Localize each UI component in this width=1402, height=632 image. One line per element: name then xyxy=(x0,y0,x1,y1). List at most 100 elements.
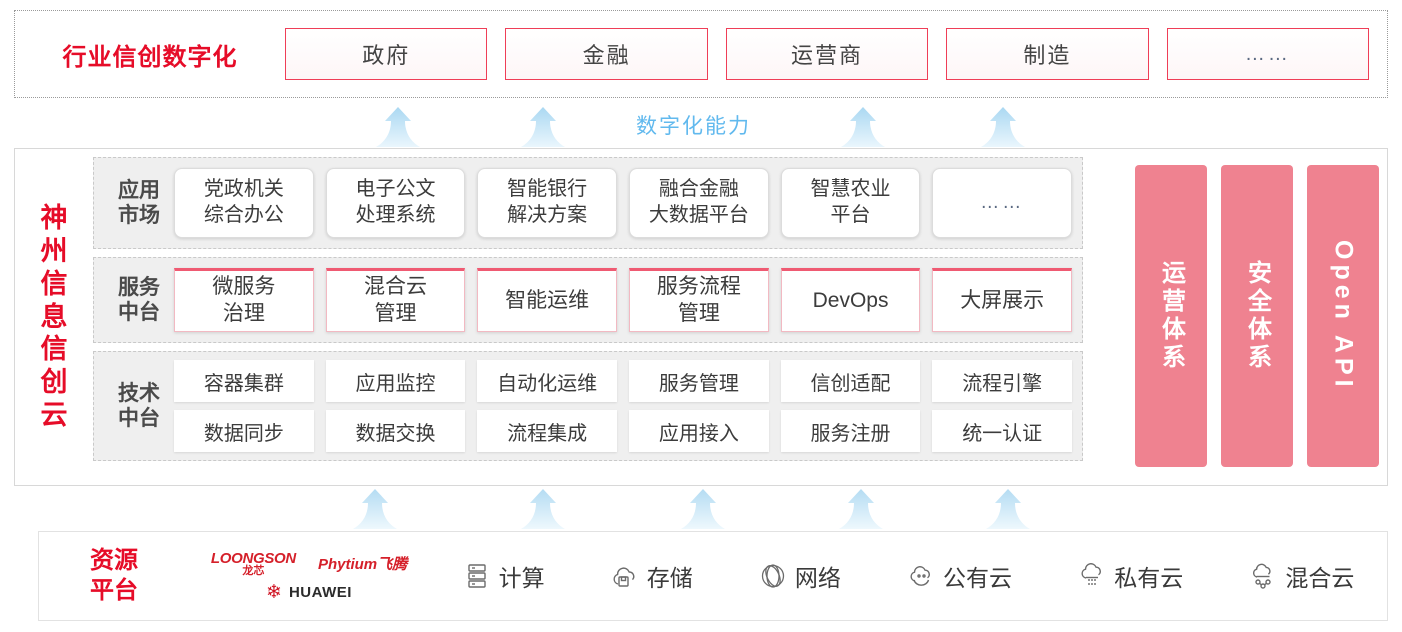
resource-item-public-cloud[interactable]: 公有云 xyxy=(906,559,1012,593)
service-box-line2: 管理 xyxy=(374,302,417,325)
app-box-line1: 党政机关 xyxy=(203,178,284,201)
industry-box-government[interactable]: 政府 xyxy=(279,21,493,80)
industry-box-manufacturing[interactable]: 制造 xyxy=(941,21,1155,80)
app-box-government-office[interactable]: 党政机关 综合办公 xyxy=(174,168,314,238)
cloud-title-char: 信 xyxy=(40,268,68,299)
up-arrow-icon xyxy=(838,488,884,530)
industry-box-finance[interactable]: 金融 xyxy=(500,21,714,80)
resource-item-private-cloud[interactable]: 私有云 xyxy=(1077,559,1183,593)
side-bar-open-api[interactable]: Open API xyxy=(1307,165,1379,467)
up-arrow-icon xyxy=(980,106,1026,148)
service-box-hybrid-cloud-mgmt[interactable]: 混合云 管理 xyxy=(321,264,470,332)
cloud-title-char: 息 xyxy=(40,301,68,332)
resource-item-network[interactable]: 网络 xyxy=(758,559,841,593)
resource-item-compute[interactable]: 计算 xyxy=(462,559,545,593)
app-box-line1: 智慧农业 xyxy=(810,178,891,201)
side-bar-label: 运营体系 xyxy=(1157,260,1185,372)
service-box-devops[interactable]: DevOps xyxy=(776,264,925,332)
public-cloud-icon xyxy=(906,561,936,591)
resource-item-label: 网络 xyxy=(794,565,841,591)
app-box-edoc-system[interactable]: 电子公文 处理系统 xyxy=(325,168,466,238)
row-label-line: 应用 xyxy=(118,178,160,202)
row-label-line: 服务 xyxy=(118,275,160,299)
row-label-line: 中台 xyxy=(118,407,160,430)
row-label: 服务中台 xyxy=(104,275,174,325)
technical-box-grid: 容器集群 应用监控 自动化运维 服务管理 信创适配 流程引擎 数据同步 数据交换… xyxy=(174,360,1073,452)
cloud-platform-block: 神 州 信 息 信 创 云 应用市场 党政机关 综合办公 xyxy=(14,148,1388,486)
industry-box-operator[interactable]: 运营商 xyxy=(720,21,934,80)
resource-platform-band: 资源 平台 LOONGSON 龙芯 Phytium飞腾 ❄ HUAWEI xyxy=(38,531,1388,621)
app-box-line1: 智能银行 xyxy=(507,178,588,201)
side-bar-label: Open API xyxy=(1329,240,1358,392)
tech-box-service-mgmt[interactable]: 服务管理 xyxy=(629,360,769,402)
tech-box-service-registry[interactable]: 服务注册 xyxy=(780,410,921,452)
application-box-list: 党政机关 综合办公 电子公文 处理系统 智能银行 解决方案 融合金融 xyxy=(174,168,1073,238)
service-box-smart-ops[interactable]: 智能运维 xyxy=(473,264,621,332)
tech-box-automation-ops[interactable]: 自动化运维 xyxy=(477,360,618,402)
tech-box-app-monitoring[interactable]: 应用监控 xyxy=(325,360,466,402)
service-box-line1: 微服务 xyxy=(212,275,276,299)
resource-item-label: 混合云 xyxy=(1285,565,1355,591)
row-label-line: 技术 xyxy=(118,381,160,405)
side-bar-security-system[interactable]: 安全体系 xyxy=(1221,165,1293,467)
tech-box-unified-auth[interactable]: 统一认证 xyxy=(932,410,1073,452)
capability-arrow-strip: 数字化能力 xyxy=(0,104,1402,148)
app-box-smart-bank[interactable]: 智能银行 解决方案 xyxy=(477,168,618,238)
service-box-microservice-governance[interactable]: 微服务 治理 xyxy=(170,264,318,332)
resource-title-line1: 资源 xyxy=(90,547,138,574)
loongson-logo-en: LOONGSON xyxy=(210,549,296,567)
app-box-line1: 电子公文 xyxy=(355,178,436,201)
cloud-title-char: 信 xyxy=(40,334,68,365)
app-box-finance-bigdata[interactable]: 融合金融 大数据平台 xyxy=(629,168,769,238)
resource-title-line2: 平台 xyxy=(90,577,138,604)
tech-box-container-cluster[interactable]: 容器集群 xyxy=(174,360,314,402)
server-icon xyxy=(462,561,492,591)
hybrid-cloud-icon xyxy=(1248,561,1278,591)
tech-box-process-integration[interactable]: 流程集成 xyxy=(477,410,618,452)
technical-box-row: 容器集群 应用监控 自动化运维 服务管理 信创适配 流程引擎 xyxy=(174,360,1073,402)
tech-box-app-access[interactable]: 应用接入 xyxy=(629,410,769,452)
industry-box-label: …… xyxy=(1244,42,1291,65)
cloud-title-char: 神 xyxy=(40,202,68,233)
tech-box-process-engine[interactable]: 流程引擎 xyxy=(932,360,1073,402)
tech-box-data-exchange[interactable]: 数据交换 xyxy=(325,410,466,452)
up-arrow-icon xyxy=(520,106,566,148)
service-box-line1: 智能运维 xyxy=(505,288,590,312)
tech-box-xinchuang-adaptation[interactable]: 信创适配 xyxy=(780,360,921,402)
app-box-line1: 融合金融 xyxy=(658,178,739,201)
service-box-line2: 管理 xyxy=(677,302,720,325)
resource-item-hybrid-cloud[interactable]: 混合云 xyxy=(1248,559,1354,593)
industry-box-more[interactable]: …… xyxy=(1161,21,1375,80)
resource-item-label: 存储 xyxy=(646,565,693,591)
cloud-platform-title: 神 州 信 息 信 创 云 xyxy=(15,149,93,485)
tech-box-data-sync[interactable]: 数据同步 xyxy=(174,410,314,452)
service-box-dashboard[interactable]: 大屏展示 xyxy=(928,264,1076,332)
app-box-more[interactable]: …… xyxy=(932,168,1073,238)
capability-label: 数字化能力 xyxy=(636,115,751,138)
loongson-logo: LOONGSON 龙芯 xyxy=(211,551,296,577)
service-box-line1: 混合云 xyxy=(364,275,427,299)
resource-platform-title: 资源 平台 xyxy=(39,546,189,606)
resource-item-storage[interactable]: 存储 xyxy=(610,559,693,593)
up-arrow-icon xyxy=(985,488,1031,530)
row-label-line: 市场 xyxy=(118,204,160,227)
technical-box-row: 数据同步 数据交换 流程集成 应用接入 服务注册 统一认证 xyxy=(174,410,1073,452)
industry-box-label: 金融 xyxy=(582,43,631,68)
row-application-market: 应用市场 党政机关 综合办公 电子公文 处理系统 智能银行 解决方案 xyxy=(93,157,1083,249)
huawei-flower-icon: ❄ xyxy=(266,581,282,603)
cloud-title-char: 创 xyxy=(40,367,68,398)
service-box-line1: 大屏展示 xyxy=(960,288,1045,312)
loongson-logo-cn: 龙芯 xyxy=(242,564,265,577)
side-bar-operations-system[interactable]: 运营体系 xyxy=(1135,165,1207,467)
app-box-line2: 大数据平台 xyxy=(648,204,749,226)
up-arrow-icon xyxy=(375,106,421,148)
app-box-line2: 处理系统 xyxy=(355,204,436,226)
cloud-platform-body: 应用市场 党政机关 综合办公 电子公文 处理系统 智能银行 解决方案 xyxy=(93,149,1387,485)
service-box-process-mgmt[interactable]: 服务流程 管理 xyxy=(625,264,773,332)
private-cloud-icon xyxy=(1077,561,1107,591)
row-label-line: 中台 xyxy=(118,301,160,324)
app-box-smart-agriculture[interactable]: 智慧农业 平台 xyxy=(780,168,921,238)
resource-item-label: 公有云 xyxy=(943,565,1013,591)
app-box-line2: 解决方案 xyxy=(507,204,588,226)
